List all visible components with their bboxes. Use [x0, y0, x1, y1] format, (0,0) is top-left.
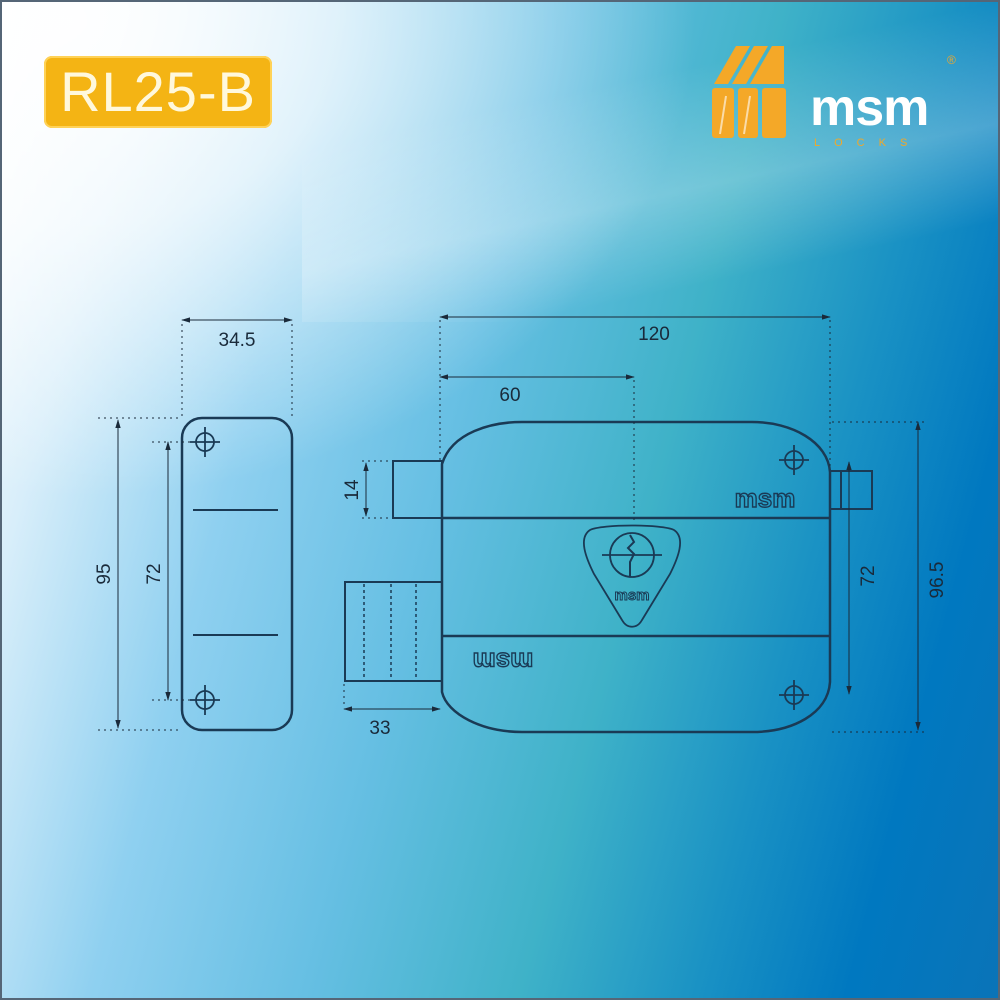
bolt-projection-label: 33 — [369, 718, 390, 739]
strike-width-label: 34.5 — [219, 330, 256, 351]
screw-hole-icon — [190, 427, 220, 457]
strike-plate — [180, 416, 294, 732]
body-hole-spacing-label: 72 — [858, 565, 879, 586]
upper-brand-mark: msm — [735, 483, 796, 513]
backset-label: 60 — [499, 385, 520, 406]
model-code: RL25-B — [60, 60, 256, 123]
lock-body — [344, 420, 873, 734]
brand-subtitle: LOCKS — [814, 137, 922, 149]
screw-hole-icon — [190, 685, 220, 715]
screw-hole-icon — [779, 680, 809, 710]
registered-mark: ® — [947, 53, 956, 67]
lock-body-dimensions — [343, 314, 928, 733]
strike-plate-dimensions — [98, 317, 293, 731]
key-cylinder-icon — [582, 524, 682, 628]
total-width-label: 120 — [638, 324, 670, 345]
screw-hole-icon — [779, 445, 809, 475]
strike-hole-spacing-label: 72 — [144, 563, 165, 584]
brand-logo: msm LOCKS ® — [702, 42, 962, 152]
total-height-label: 96.5 — [927, 562, 948, 599]
model-badge: RL25-B — [44, 56, 272, 128]
house-logo-icon — [712, 46, 786, 138]
cylinder-brand-mark: msm — [614, 587, 649, 604]
brand-name: msm — [810, 79, 929, 137]
lower-brand-mark: msm — [473, 647, 534, 677]
strike-height-label: 95 — [94, 563, 115, 584]
latch-height-label: 14 — [342, 479, 363, 501]
